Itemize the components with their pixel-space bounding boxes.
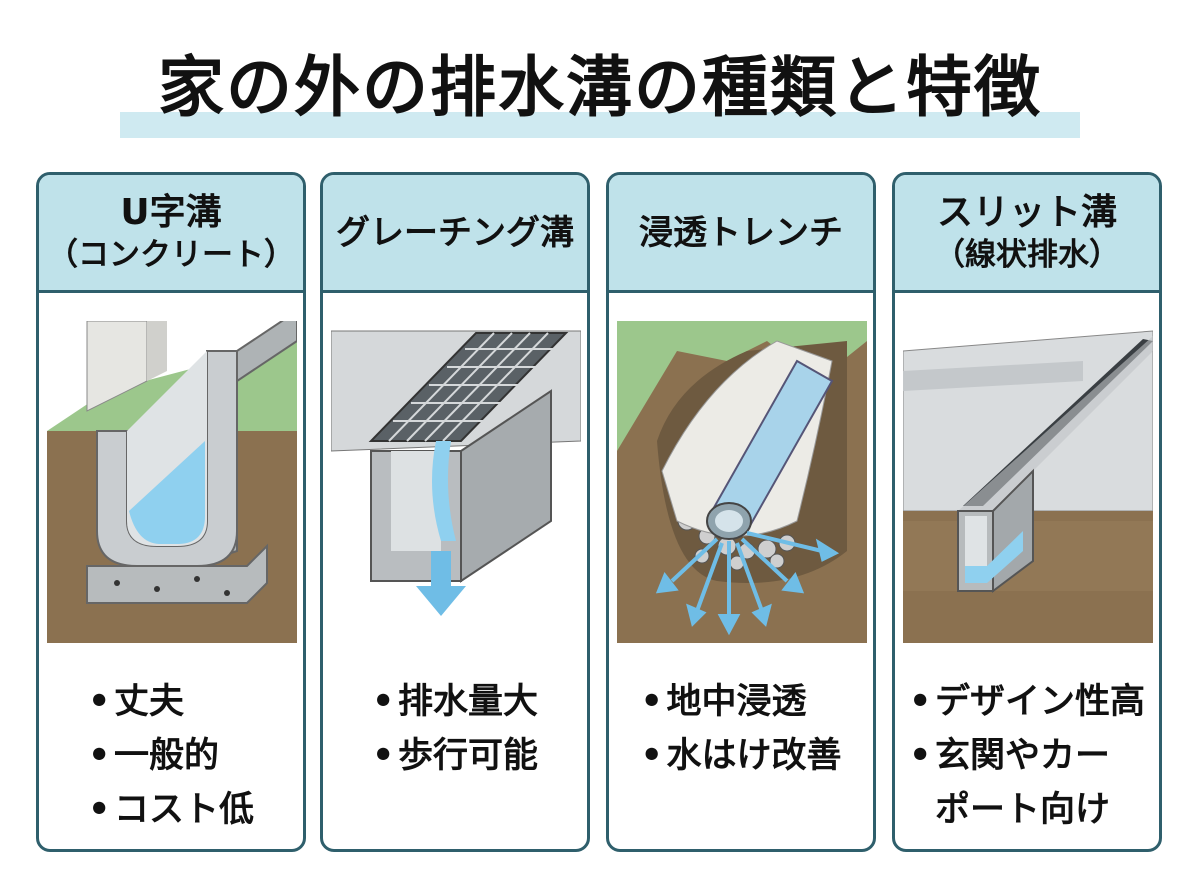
card-u-gutter: U字溝 （コンクリート） •丈夫 <box>36 172 306 852</box>
card-heading: グレーチング溝 <box>336 212 574 253</box>
feature-item: •歩行可能 <box>371 736 538 776</box>
feature-item: •丈夫 <box>87 682 184 722</box>
card-header: U字溝 （コンクリート） <box>39 175 303 293</box>
slit-illustration <box>903 321 1153 643</box>
feature-item: •玄関やカー <box>908 736 1110 776</box>
feature-item-continuation: ポート向け <box>934 790 1110 830</box>
feature-list: •排水量大 •歩行可能 <box>323 675 587 783</box>
feature-list: •丈夫 •一般的 •コスト低 <box>39 675 303 837</box>
card-subheading: （コンクリート） <box>47 236 295 273</box>
feature-item: •一般的 <box>87 736 219 776</box>
card-header: グレーチング溝 <box>323 175 587 293</box>
feature-item: •水はけ改善 <box>640 736 842 776</box>
card-header: 浸透トレンチ <box>609 175 873 293</box>
title-area: 家の外の排水溝の種類と特徴 <box>0 0 1200 150</box>
card-header: スリット溝 （線状排水） <box>895 175 1159 293</box>
card-heading: U字溝 <box>120 191 222 233</box>
card-grating-gutter: グレーチング溝 •排水量大 <box>320 172 590 852</box>
card-heading: 浸透トレンチ <box>639 212 843 253</box>
feature-item: •地中浸透 <box>640 682 807 722</box>
card-heading: スリット溝 <box>936 191 1117 233</box>
feature-item: •コスト低 <box>87 790 254 830</box>
grating-illustration <box>331 321 581 643</box>
page-title: 家の外の排水溝の種類と特徴 <box>158 49 1042 126</box>
feature-list: •地中浸透 •水はけ改善 <box>609 675 873 783</box>
trench-illustration <box>617 321 867 643</box>
card-subheading: （線状排水） <box>934 236 1120 273</box>
card-slit-gutter: スリット溝 （線状排水） •デザイン性高 •玄関やカー ポート向け <box>892 172 1162 852</box>
card-infiltration-trench: 浸透トレンチ <box>606 172 876 852</box>
u-gutter-illustration <box>47 321 297 643</box>
feature-list: •デザイン性高 •玄関やカー ポート向け <box>895 675 1159 837</box>
title-highlight-band <box>120 112 1080 138</box>
feature-item: •デザイン性高 <box>908 682 1145 722</box>
feature-item: •排水量大 <box>371 682 538 722</box>
